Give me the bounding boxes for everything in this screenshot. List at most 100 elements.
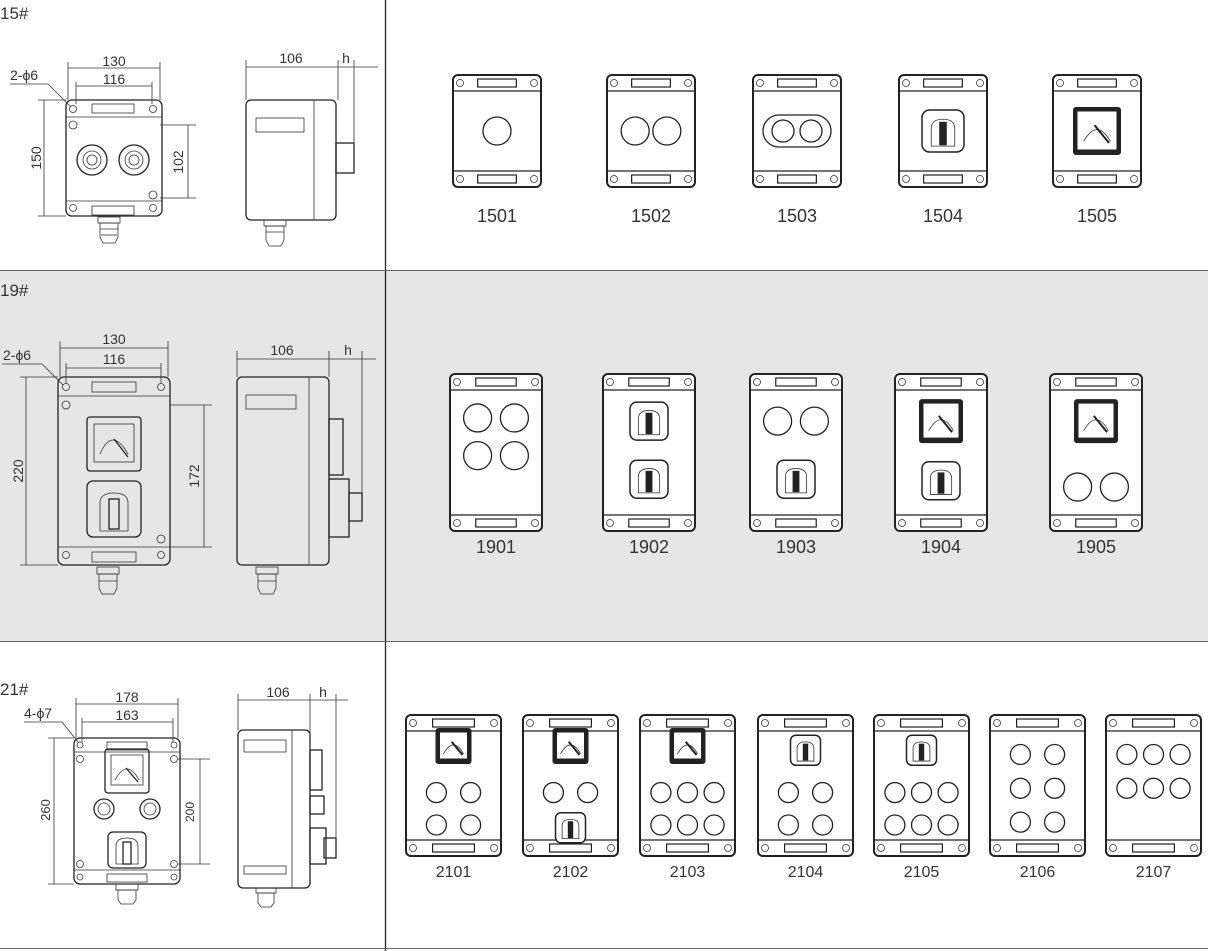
outer-width-label: 130: [102, 331, 126, 347]
meter-gauge: [669, 728, 706, 765]
inner-width-label: 116: [103, 351, 126, 367]
mount-height-label: 200: [183, 802, 197, 822]
meter-gauge: [435, 728, 472, 765]
push-button: [499, 403, 530, 433]
enclosure-box: [452, 74, 542, 188]
h-label: h: [342, 50, 350, 66]
outer-width-label: 130: [102, 53, 126, 69]
push-button: [462, 440, 493, 471]
model-number: 1902: [629, 537, 669, 557]
enclosure-box: [1052, 74, 1142, 188]
push-button: [884, 781, 906, 804]
push-button: [1009, 777, 1032, 799]
inner-width-label: 116: [103, 71, 126, 87]
h-label: h: [344, 342, 352, 358]
push-button: [576, 781, 599, 804]
push-button: [459, 781, 482, 804]
model-number: 2101: [436, 864, 472, 881]
push-button: [884, 814, 906, 836]
meter-gauge: [552, 728, 589, 765]
inner-width-label: 163: [115, 707, 139, 723]
push-button: [1062, 472, 1093, 502]
selector-switch: [554, 812, 587, 844]
model-variants: 1901 1902 1903 1904 1905: [449, 373, 1143, 557]
enclosure-box: [1049, 373, 1143, 532]
row-19-drawing: 19#: [0, 271, 1208, 642]
series-label: 21#: [0, 680, 29, 699]
row-15: 15#: [0, 0, 1208, 271]
model-number: 2102: [553, 864, 589, 881]
model-number: 1905: [1076, 537, 1116, 557]
side-dimensions: [236, 351, 376, 493]
push-button: [1142, 743, 1165, 766]
series-label: 15#: [0, 4, 29, 23]
push-button: [811, 814, 834, 836]
push-button: [676, 781, 699, 804]
enclosure-box: [898, 74, 988, 188]
meter-gauge: [1074, 399, 1118, 444]
depth-label: 106: [266, 684, 290, 700]
model-number: 2105: [904, 864, 940, 881]
front-dimensions: [10, 62, 196, 217]
push-button: [650, 814, 672, 836]
model-number: 1901: [476, 537, 516, 557]
model-number: 1503: [777, 206, 817, 226]
twin-push-button: [762, 114, 832, 148]
height-label: 150: [28, 146, 44, 170]
side-view: [245, 99, 355, 247]
h-label: h: [319, 684, 327, 700]
push-button: [652, 116, 682, 146]
selector-switch: [629, 401, 669, 441]
selector-switch: [789, 734, 822, 766]
enclosure-box: [449, 373, 543, 532]
push-button: [542, 781, 565, 804]
push-button: [910, 814, 933, 836]
model-number: 2103: [670, 864, 706, 881]
enclosure-box: [405, 714, 502, 857]
model-number: 2104: [788, 864, 824, 881]
push-button: [703, 814, 725, 836]
push-button: [762, 406, 793, 436]
front-dimensions: [2, 341, 212, 566]
model-number: 1904: [921, 537, 961, 557]
side-dimensions: [245, 60, 378, 143]
enclosure-box: [894, 373, 988, 532]
push-button: [425, 814, 448, 836]
hole-label: 2-ϕ6: [3, 347, 31, 363]
enclosure-box: [749, 373, 843, 532]
push-button: [1116, 743, 1138, 766]
model-number: 2106: [1020, 864, 1056, 881]
depth-label: 106: [279, 50, 303, 66]
front-dimensions: [24, 698, 210, 885]
push-button: [1009, 743, 1032, 766]
model-number: 1501: [477, 206, 517, 226]
enclosure-box: [606, 74, 696, 188]
series-label: 19#: [0, 281, 29, 300]
push-button: [777, 781, 800, 804]
push-button: [1009, 811, 1032, 833]
enclosure-box: [602, 373, 696, 532]
depth-label: 106: [270, 342, 294, 358]
push-button: [1043, 743, 1066, 766]
push-button: [937, 781, 959, 804]
meter-gauge: [919, 399, 963, 444]
model-number: 1903: [776, 537, 816, 557]
selector-switch: [921, 461, 961, 501]
height-label: 220: [10, 459, 26, 483]
model-number: 1504: [923, 206, 963, 226]
push-button: [1116, 777, 1138, 799]
height-label: 260: [38, 799, 53, 821]
mount-height-label: 172: [186, 464, 202, 488]
push-button: [1142, 777, 1165, 799]
row-21: 21#: [0, 642, 1208, 951]
push-button: [1169, 777, 1191, 799]
row-21-drawing: 21#: [0, 642, 1208, 951]
mount-height-label: 102: [170, 150, 186, 174]
outer-width-label: 178: [115, 689, 139, 705]
enclosure-box: [989, 714, 1086, 857]
enclosure-box: [639, 714, 736, 857]
selector-switch: [629, 459, 669, 499]
